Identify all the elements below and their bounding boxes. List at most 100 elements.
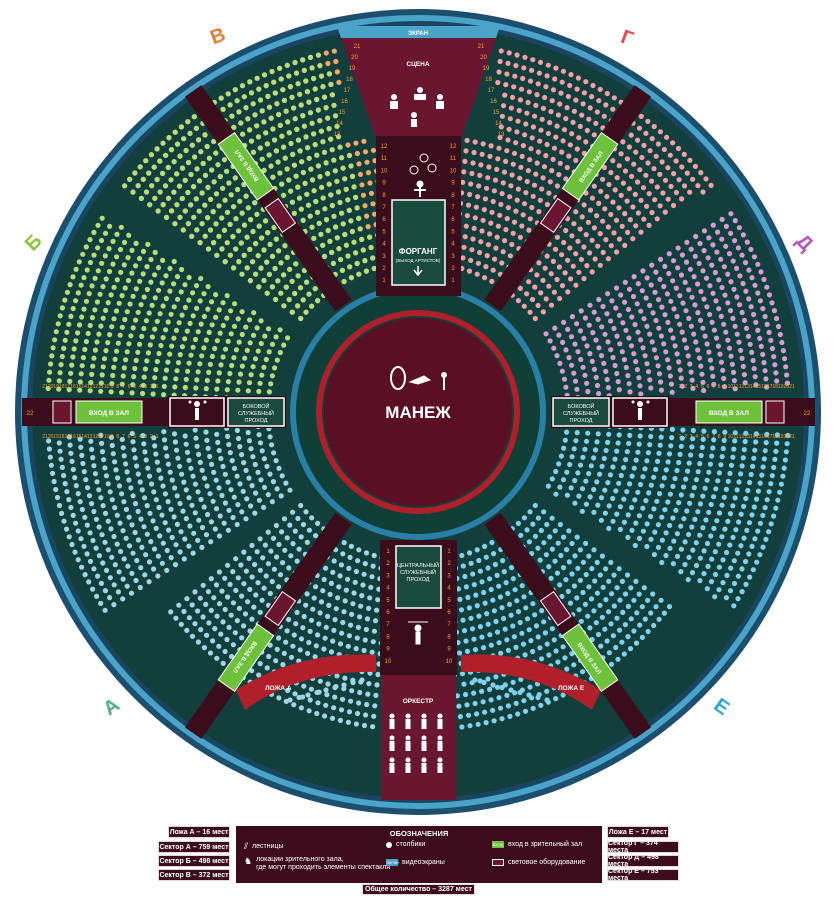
seat[interactable]	[465, 594, 471, 601]
seat[interactable]	[142, 572, 148, 578]
seat[interactable]	[620, 180, 627, 186]
seat[interactable]	[629, 314, 635, 320]
seat[interactable]	[470, 571, 476, 577]
seat[interactable]	[553, 65, 559, 71]
seat[interactable]	[190, 473, 196, 479]
seat[interactable]	[622, 211, 628, 217]
seat[interactable]	[598, 643, 604, 649]
seat[interactable]	[160, 303, 166, 309]
seat[interactable]	[220, 660, 226, 667]
seat[interactable]	[66, 321, 72, 327]
seat[interactable]	[580, 589, 586, 596]
seat[interactable]	[80, 460, 86, 467]
seat[interactable]	[265, 492, 271, 498]
seat[interactable]	[162, 491, 168, 497]
seat[interactable]	[177, 352, 183, 358]
seat[interactable]	[326, 71, 332, 77]
seat[interactable]	[700, 268, 706, 274]
seat[interactable]	[658, 379, 664, 385]
seat[interactable]	[718, 256, 724, 262]
seat[interactable]	[707, 283, 713, 289]
seat[interactable]	[695, 469, 701, 475]
seat[interactable]	[687, 189, 693, 195]
seat[interactable]	[559, 252, 565, 258]
seat[interactable]	[665, 459, 671, 465]
seat[interactable]	[241, 581, 247, 587]
seat[interactable]	[203, 429, 209, 435]
seat[interactable]	[656, 616, 662, 622]
seat[interactable]	[699, 444, 705, 450]
seat[interactable]	[559, 149, 565, 155]
seat[interactable]	[495, 79, 501, 86]
seat[interactable]	[510, 576, 516, 582]
seat[interactable]	[629, 173, 635, 179]
seat[interactable]	[601, 164, 608, 171]
seat[interactable]	[494, 572, 500, 579]
seat[interactable]	[719, 216, 725, 222]
seat[interactable]	[657, 276, 663, 282]
seat[interactable]	[171, 335, 177, 341]
seat[interactable]	[251, 310, 257, 316]
seat[interactable]	[515, 186, 522, 192]
seat[interactable]	[472, 215, 478, 221]
seat[interactable]	[349, 173, 356, 179]
seat[interactable]	[540, 309, 547, 315]
seat[interactable]	[673, 285, 679, 291]
seat[interactable]	[659, 304, 665, 310]
seat[interactable]	[576, 269, 582, 275]
seat[interactable]	[169, 477, 175, 483]
seat[interactable]	[172, 384, 178, 390]
seat[interactable]	[121, 262, 127, 268]
seat[interactable]	[165, 499, 171, 505]
seat[interactable]	[90, 537, 96, 544]
seat[interactable]	[87, 259, 94, 266]
seat[interactable]	[708, 579, 715, 585]
seat[interactable]	[659, 483, 665, 489]
seat[interactable]	[663, 552, 669, 559]
seat[interactable]	[661, 341, 667, 347]
seat[interactable]	[214, 252, 220, 258]
seat[interactable]	[225, 527, 231, 533]
seat[interactable]	[298, 206, 304, 212]
seat[interactable]	[709, 319, 715, 325]
seat[interactable]	[678, 272, 685, 278]
seat[interactable]	[567, 461, 573, 468]
seat[interactable]	[189, 233, 195, 239]
seat[interactable]	[356, 547, 362, 553]
seat[interactable]	[667, 545, 673, 551]
seat[interactable]	[187, 523, 193, 529]
seat[interactable]	[616, 480, 622, 486]
seat[interactable]	[638, 308, 644, 314]
seat[interactable]	[468, 257, 474, 263]
seat[interactable]	[525, 99, 531, 106]
seat[interactable]	[159, 560, 165, 566]
seat[interactable]	[695, 509, 701, 515]
seat[interactable]	[55, 321, 61, 327]
seat[interactable]	[630, 293, 637, 300]
seat[interactable]	[126, 341, 132, 347]
seat[interactable]	[330, 260, 336, 266]
seat[interactable]	[172, 129, 178, 135]
seat[interactable]	[321, 149, 328, 155]
seat[interactable]	[546, 564, 552, 570]
seat[interactable]	[501, 569, 507, 575]
seat[interactable]	[73, 266, 79, 272]
seat[interactable]	[224, 168, 230, 174]
seat[interactable]	[513, 644, 519, 651]
seat[interactable]	[122, 316, 128, 323]
seat[interactable]	[544, 201, 551, 208]
seat[interactable]	[75, 290, 81, 296]
seat[interactable]	[705, 255, 711, 261]
seat[interactable]	[622, 279, 628, 285]
seat[interactable]	[323, 217, 330, 223]
seat[interactable]	[732, 430, 738, 436]
seat[interactable]	[182, 384, 188, 391]
seat[interactable]	[237, 481, 243, 487]
seat[interactable]	[371, 713, 377, 719]
seat[interactable]	[510, 623, 516, 629]
seat[interactable]	[56, 502, 63, 509]
seat[interactable]	[70, 512, 76, 519]
seat[interactable]	[267, 471, 273, 477]
seat[interactable]	[512, 587, 518, 593]
seat[interactable]	[686, 315, 692, 321]
